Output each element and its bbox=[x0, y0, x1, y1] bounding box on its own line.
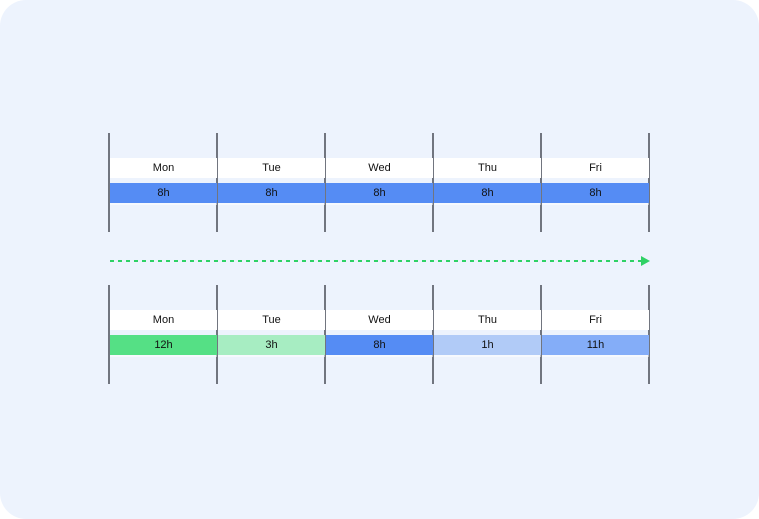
day-divider bbox=[648, 133, 650, 232]
day-label: Fri bbox=[542, 310, 649, 330]
day-label: Mon bbox=[110, 310, 217, 330]
day-label: Wed bbox=[326, 310, 433, 330]
day-divider bbox=[324, 285, 326, 384]
hours-cell: 8h bbox=[434, 183, 541, 205]
day-divider bbox=[216, 133, 218, 232]
hours-cell: 8h bbox=[326, 183, 433, 205]
hours-cell: 3h bbox=[218, 335, 325, 357]
day-label: Mon bbox=[110, 158, 217, 178]
hours-cell: 11h bbox=[542, 335, 649, 357]
hours-cell: 1h bbox=[434, 335, 541, 357]
day-divider bbox=[432, 133, 434, 232]
hours-cell: 8h bbox=[218, 183, 325, 205]
day-divider bbox=[108, 285, 110, 384]
day-label: Fri bbox=[542, 158, 649, 178]
day-label: Wed bbox=[326, 158, 433, 178]
hours-cell: 12h bbox=[110, 335, 217, 357]
day-divider bbox=[216, 285, 218, 384]
day-divider bbox=[540, 285, 542, 384]
hours-cell: 8h bbox=[110, 183, 217, 205]
day-label: Thu bbox=[434, 158, 541, 178]
day-divider bbox=[324, 133, 326, 232]
day-label: Thu bbox=[434, 310, 541, 330]
hours-cell: 8h bbox=[542, 183, 649, 205]
day-divider bbox=[648, 285, 650, 384]
hours-cell: 8h bbox=[326, 335, 433, 357]
day-label: Tue bbox=[218, 310, 325, 330]
day-divider bbox=[108, 133, 110, 232]
day-divider bbox=[432, 285, 434, 384]
day-divider bbox=[540, 133, 542, 232]
day-label: Tue bbox=[218, 158, 325, 178]
arrow-head-icon bbox=[641, 256, 650, 266]
